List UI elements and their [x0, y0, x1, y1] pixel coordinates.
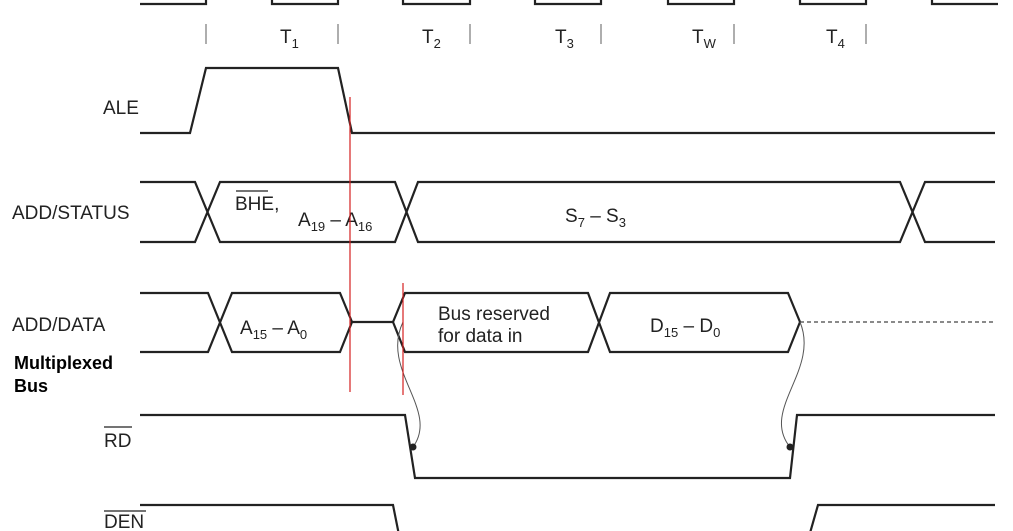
ale-waveform: [140, 66, 995, 135]
add-status-label: ADD/STATUS: [12, 203, 130, 224]
state-t4: T4: [826, 27, 845, 51]
add-status-waveform: [140, 180, 995, 244]
rd-label: RD: [104, 431, 131, 452]
rd-fall-causality-curve: [397, 321, 421, 448]
rd-rise-causality-curve: [780, 321, 805, 448]
bus-reserved-line2: for data in: [438, 326, 523, 347]
multiplexed-bus-label: Multiplexed: [14, 353, 113, 373]
bus-reserved-line1: Bus reserved: [438, 304, 550, 325]
state-t2: T2: [422, 27, 441, 51]
data-field: D15 – D0: [650, 316, 720, 340]
bhe-label: BHE,: [235, 194, 279, 215]
clock-waveform: [140, 0, 998, 6]
den-waveform: [140, 503, 995, 531]
address-low-field: A15 – A0: [240, 318, 307, 342]
state-tw: TW: [692, 27, 717, 51]
state-t1: T1: [280, 27, 299, 51]
multiplexed-bus-label-2: Bus: [14, 376, 48, 396]
rd-rise-dot: [786, 443, 794, 451]
address-high-field: A19 – A16: [298, 210, 372, 234]
ale-label: ALE: [103, 98, 139, 119]
state-t3: T3: [555, 27, 574, 51]
add-data-label: ADD/DATA: [12, 315, 106, 336]
den-label: DEN: [104, 512, 144, 531]
clock-state-ticks: [205, 24, 867, 44]
rd-fall-dot: [409, 443, 417, 451]
rd-waveform: [140, 413, 995, 480]
status-field: S7 – S3: [565, 206, 626, 230]
